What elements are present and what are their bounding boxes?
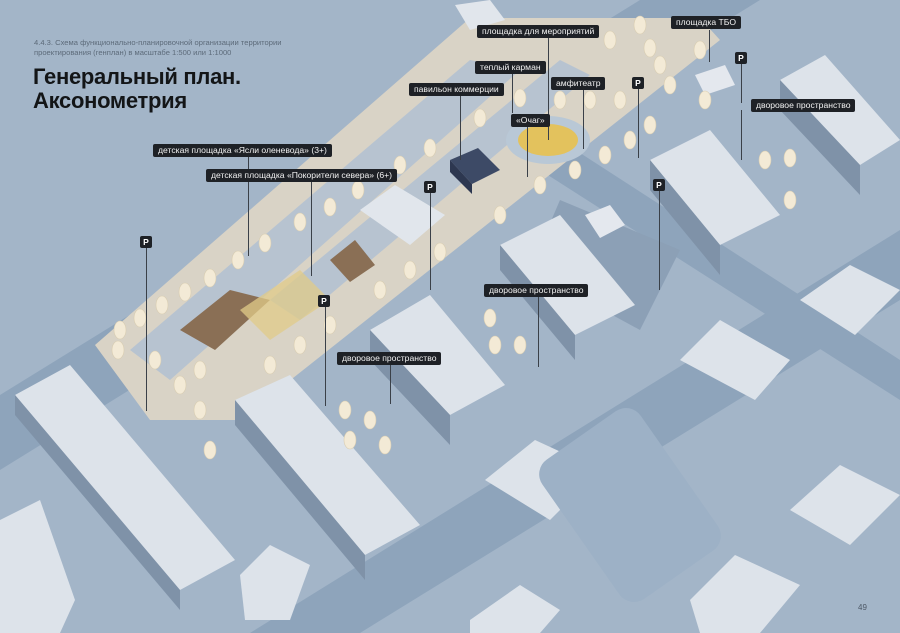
label-events-area: площадка для мероприятий xyxy=(477,25,600,38)
leader-courtyard-center xyxy=(538,297,539,367)
parking-marker: P xyxy=(653,179,665,191)
leader-parking-2 xyxy=(430,192,431,290)
page-number: 49 xyxy=(858,603,867,612)
leader-warm-pocket xyxy=(512,73,513,113)
label-amphitheater: амфитеатр xyxy=(551,77,606,90)
leader-parking-5 xyxy=(741,63,742,103)
label-courtyard-sw: дворовое пространство xyxy=(337,352,442,365)
leader-parking-6 xyxy=(659,190,660,290)
trees xyxy=(111,15,797,460)
parking-marker: P xyxy=(735,52,747,64)
leader-amphitheater xyxy=(583,89,584,149)
leader-parking-3 xyxy=(325,306,326,406)
leader-hearth xyxy=(527,127,528,177)
parking-marker: P xyxy=(318,295,330,307)
leader-events-area xyxy=(548,37,549,140)
commerce-pavilion-shape xyxy=(450,148,500,184)
label-warm-pocket: теплый карман xyxy=(475,61,546,74)
leader-courtyard-sw xyxy=(390,364,391,404)
leader-courtyard-ne xyxy=(741,110,742,160)
leader-waste-area xyxy=(709,30,710,62)
title-line-2: Аксонометрия xyxy=(33,88,187,113)
page-title: Генеральный план. Аксонометрия xyxy=(33,65,241,113)
label-playground-reindeer: детская площадка «Ясли оленевода» (3+) xyxy=(153,144,332,157)
parking-marker: P xyxy=(140,236,152,248)
label-playground-north: детская площадка «Покорители севера» (6+… xyxy=(206,169,397,182)
section-subtitle: 4.4.3. Схема функционально-планировочной… xyxy=(34,38,282,57)
leader-playground-reindeer xyxy=(248,156,249,256)
label-waste-area: площадка ТБО xyxy=(671,16,742,29)
kiosk xyxy=(585,205,625,238)
leader-playground-north xyxy=(311,181,312,276)
title-line-1: Генеральный план. xyxy=(33,64,241,89)
leader-parking-4 xyxy=(638,88,639,158)
label-commerce-pavilion: павильон коммерции xyxy=(409,83,504,96)
leader-commerce-pavilion xyxy=(460,96,461,160)
label-courtyard-ne: дворовое пространство xyxy=(751,99,856,112)
leader-parking-1 xyxy=(146,246,147,411)
label-courtyard-center: дворовое пространство xyxy=(484,284,589,297)
parking-marker: P xyxy=(424,181,436,193)
label-hearth: «Очаг» xyxy=(511,114,550,127)
playground-north xyxy=(330,240,375,282)
parking-marker: P xyxy=(632,77,644,89)
